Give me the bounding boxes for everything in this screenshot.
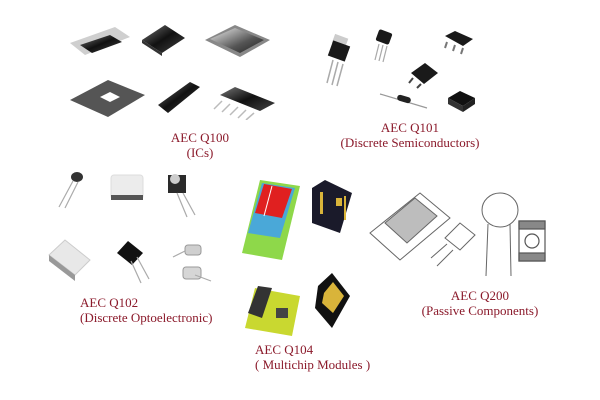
q102-opto-illustrations: [48, 172, 212, 284]
led-icon: [58, 172, 83, 209]
to92-transistor-icon: [374, 29, 393, 63]
q100-standard: AEC Q100: [170, 130, 230, 145]
sop-ic-icon: [158, 82, 200, 113]
mcm-package-icon: [312, 180, 352, 233]
q104-module-illustrations: [242, 180, 352, 336]
q101-discrete-illustrations: [326, 29, 475, 112]
q104-category: ( Multichip Modules ): [255, 357, 371, 372]
laser-diode-icon: [172, 244, 212, 282]
q200-category: (Passive Components): [421, 303, 539, 318]
soic-ic-icon: [70, 27, 130, 55]
lga-module-icon: [315, 273, 350, 328]
sip-module-icon: [242, 180, 300, 260]
qfn-ic-icon: [142, 25, 185, 56]
sot223-icon: [444, 31, 473, 55]
axial-diode-icon: [379, 93, 428, 109]
smd-diode-icon: [448, 91, 475, 112]
q101-label: AEC Q101 (Discrete Semiconductors): [330, 120, 490, 150]
q200-passive-illustrations: [369, 192, 546, 277]
q100-label: AEC Q100 (ICs): [150, 130, 250, 160]
dpak-icon: [408, 63, 438, 89]
q100-ic-illustrations: [70, 25, 275, 120]
electrolytic-capacitor-icon: [430, 222, 476, 267]
bga-ic-icon: [70, 80, 145, 117]
q104-label: AEC Q104 ( Multichip Modules ): [255, 342, 385, 372]
disc-capacitor-icon: [481, 192, 519, 277]
q200-label: AEC Q200 (Passive Components): [410, 288, 550, 318]
sensor-module-icon: [245, 286, 300, 336]
smd-inductor-icon: [518, 220, 546, 262]
smd-led-icon: [110, 174, 144, 200]
to220-transistor-icon: [326, 33, 351, 87]
q101-standard: AEC Q101: [380, 120, 440, 135]
q100-category: (ICs): [186, 145, 214, 160]
q101-category: (Discrete Semiconductors): [340, 135, 480, 150]
chip-led-icon: [48, 239, 91, 281]
q104-standard: AEC Q104: [255, 342, 314, 357]
qfp-ic-icon: [205, 25, 270, 57]
chip-resistor-icon: [369, 192, 451, 261]
sip-ic-icon: [213, 87, 275, 120]
q200-standard: AEC Q200: [450, 288, 510, 303]
photodiode-icon: [117, 241, 150, 284]
q102-category: (Discrete Optoelectronic): [80, 310, 213, 325]
q102-standard: AEC Q102: [80, 295, 139, 310]
q102-label: AEC Q102 (Discrete Optoelectronic): [80, 295, 230, 325]
ir-receiver-icon: [168, 174, 196, 218]
